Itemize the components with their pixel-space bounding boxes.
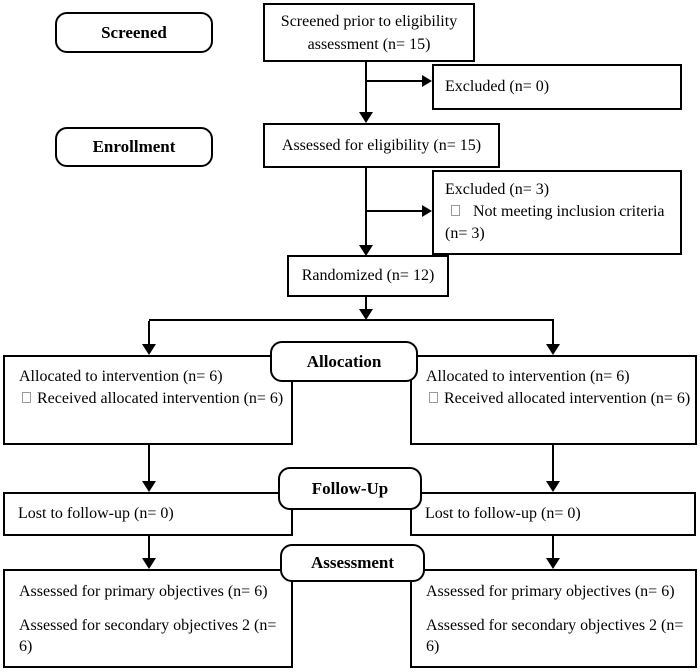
excluded-enrollment-title: Excluded (n= 3) <box>445 181 550 198</box>
connector-lost-to-assessed-right-line <box>552 536 554 559</box>
arrowhead-into-lost-left <box>142 481 156 492</box>
arrowhead-into-randomized <box>359 245 373 256</box>
box-assessed-left: Assessed for primary objectives (n= 6) A… <box>3 569 293 668</box>
arrowhead-into-allocated-right <box>546 344 560 355</box>
box-excluded-enrollment: Excluded (n= 3) Not meeting inclusion cr… <box>432 170 682 255</box>
box-assessed-right: Assessed for primary objectives (n= 6) A… <box>410 569 697 668</box>
connector-allocated-to-lost-left-line <box>148 445 150 482</box>
empty-square-bullet-icon <box>429 392 438 403</box>
arrowhead-into-excluded-screening <box>422 75 432 87</box>
assessed-right-secondary: Assessed for secondary objectives 2 (n= … <box>426 617 684 655</box>
arrowhead-into-excluded-enrollment <box>422 205 432 217</box>
arrowhead-into-assessed <box>359 112 373 123</box>
connector-allocated-to-lost-right-line <box>552 445 554 482</box>
stage-label-allocation: Allocation <box>270 341 418 382</box>
arrowhead-into-lost-right <box>546 481 560 492</box>
allocated-right-title: Allocated to intervention (n= 6) <box>426 368 630 385</box>
connector-lost-to-assessed-left-line <box>148 536 150 559</box>
connector-screened-to-assessed-line <box>365 62 367 113</box>
excluded-enrollment-reason: Not meeting inclusion criteria (n= 3) <box>445 201 674 245</box>
empty-square-bullet-icon <box>22 392 31 403</box>
stage-label-enrollment: Enrollment <box>55 127 213 167</box>
stage-label-follow-up: Follow-Up <box>278 467 422 510</box>
allocated-left-received: Received allocated intervention (n= 6) <box>19 388 287 410</box>
box-lost-followup-left: Lost to follow-up (n= 0) <box>3 492 293 536</box>
stage-label-assessment: Assessment <box>280 544 425 582</box>
arrowhead-onto-split-bar <box>359 309 373 320</box>
connector-randomized-to-split-line <box>365 297 367 310</box>
allocated-left-received-text: Received allocated intervention (n= 6) <box>37 390 284 407</box>
connector-assessed-to-randomized-line <box>365 168 367 246</box>
excluded-enrollment-reason-text: Not meeting inclusion criteria (n= 3) <box>445 203 665 242</box>
box-randomized: Randomized (n= 12) <box>287 255 449 297</box>
box-allocated-left: Allocated to intervention (n= 6) Receive… <box>3 355 293 445</box>
arrowhead-into-assessed-left <box>142 558 156 569</box>
arrowhead-into-allocated-left <box>142 344 156 355</box>
box-assessed-eligibility: Assessed for eligibility (n= 15) <box>263 123 500 168</box>
box-excluded-screening: Excluded (n= 0) <box>432 64 682 110</box>
split-bar-line <box>149 319 554 321</box>
allocated-left-title: Allocated to intervention (n= 6) <box>19 368 223 385</box>
box-allocated-right: Allocated to intervention (n= 6) Receive… <box>410 355 697 445</box>
branch-excluded-enrollment-line <box>366 210 422 212</box>
stage-label-screened: Screened <box>55 12 213 53</box>
box-lost-followup-right: Lost to follow-up (n= 0) <box>410 492 696 536</box>
assessed-right-primary: Assessed for primary objectives (n= 6) <box>426 583 675 600</box>
allocated-right-received-text: Received allocated intervention (n= 6) <box>444 390 691 407</box>
branch-excluded-screening-line <box>366 80 424 82</box>
empty-square-bullet-icon <box>451 205 460 216</box>
connector-split-to-allocated-left-line <box>148 321 150 345</box>
assessed-left-primary: Assessed for primary objectives (n= 6) <box>19 583 268 600</box>
connector-split-to-allocated-right-line <box>552 321 554 345</box>
allocated-right-received: Received allocated intervention (n= 6) <box>426 388 691 410</box>
assessed-left-secondary: Assessed for secondary objectives 2 (n= … <box>19 617 277 655</box>
box-screened-prior: Screened prior to eligibility assessment… <box>263 3 475 62</box>
arrowhead-into-assessed-right <box>546 558 560 569</box>
